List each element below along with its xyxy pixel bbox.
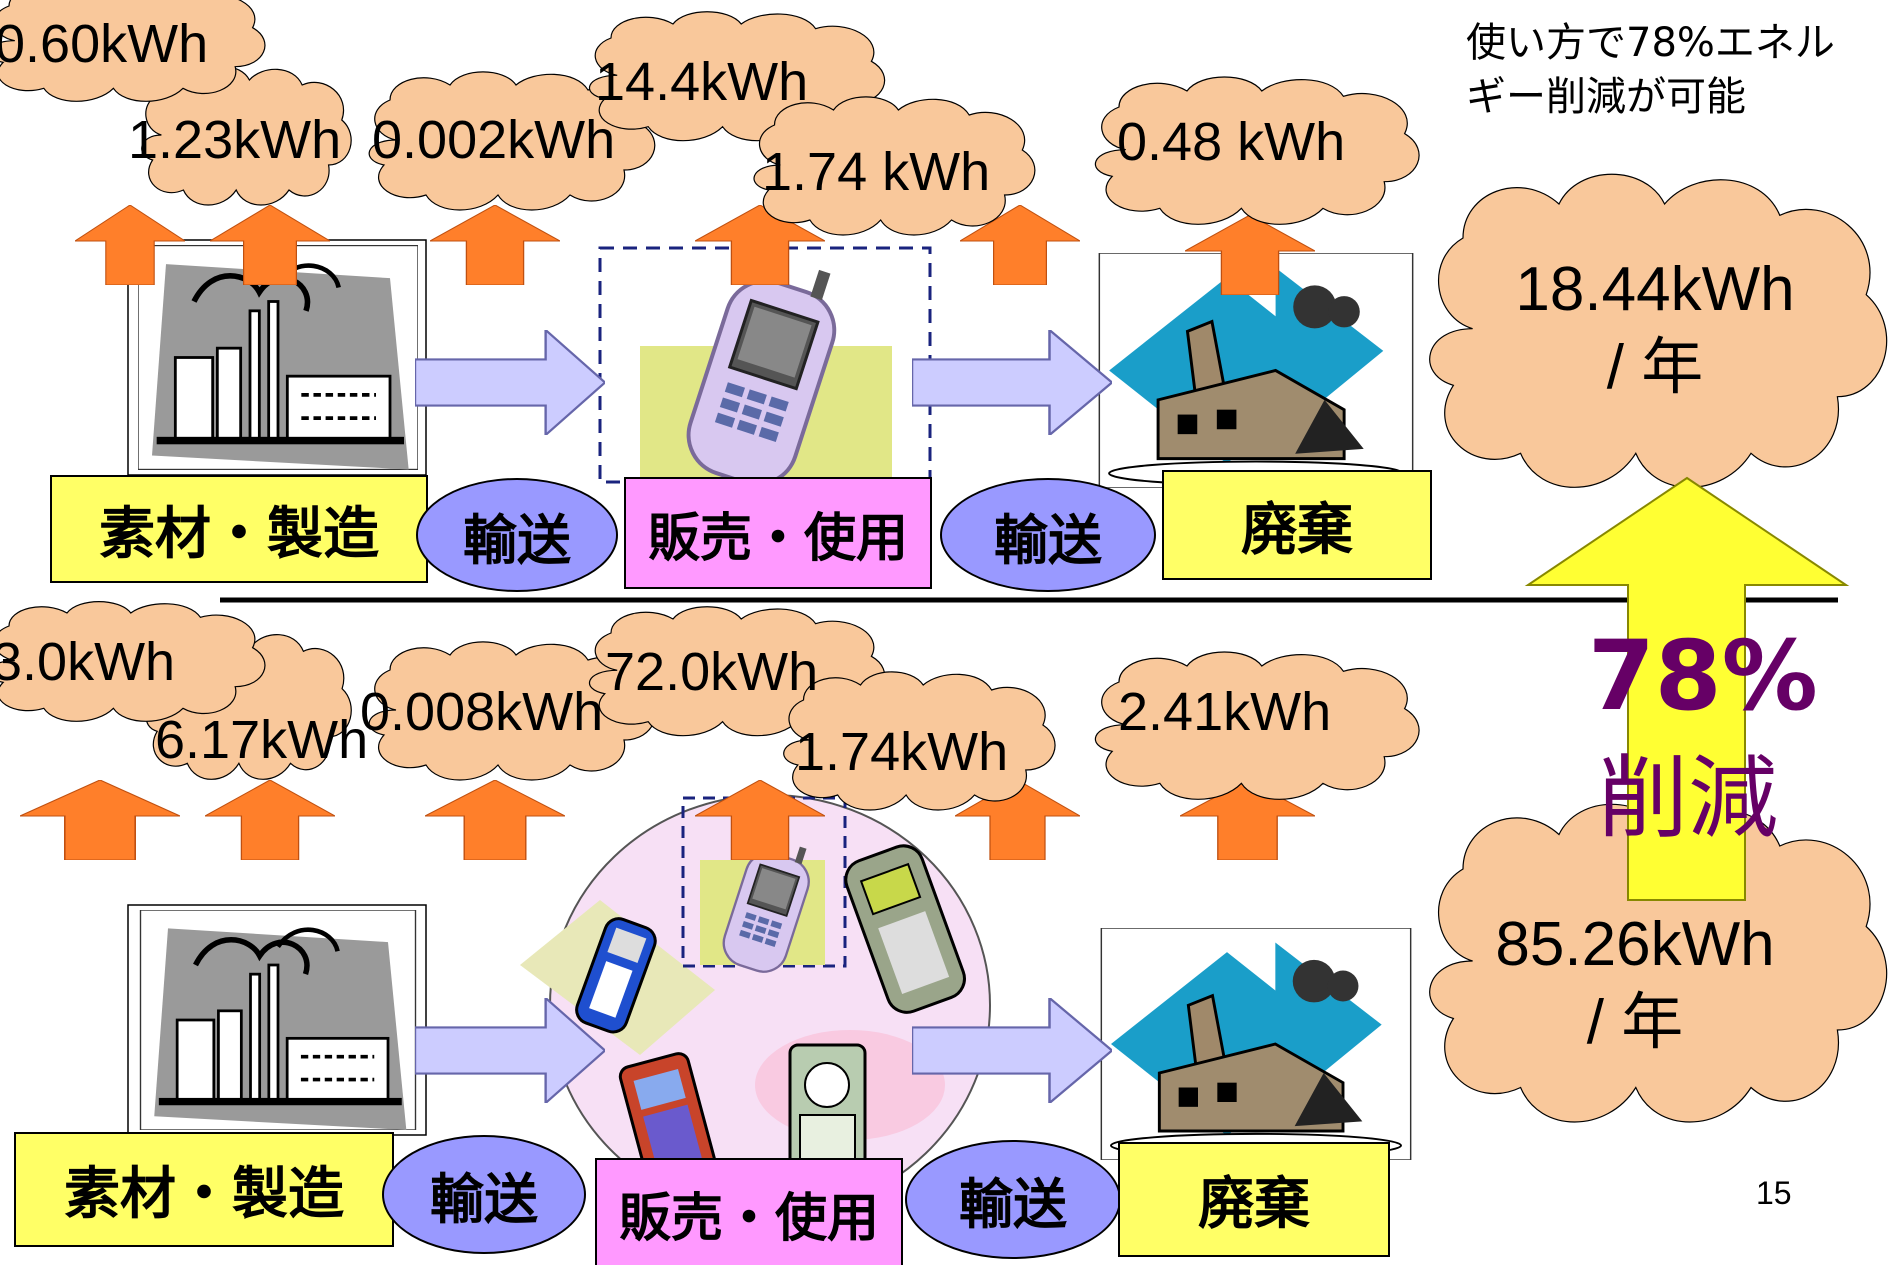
flow-arrow [912,330,1112,435]
stage-manufacture: 素材・製造 [14,1132,394,1247]
stage-transport: 輸送 [940,478,1156,592]
stage-transport: 輸送 [905,1140,1121,1259]
mobile-phone-icon [575,917,657,1034]
stage-disposal: 廃棄 [1118,1142,1390,1257]
cloud-label-transport1: 6.17kWh [155,710,368,770]
energy-up-arrow [425,780,565,860]
flow-arrow [415,330,605,435]
total-energy-line: 85.26kWh [1495,910,1774,979]
cloud-label-use-b: 72.0kWh [605,642,818,702]
cloud-label-transport2: 1.74 kWh [762,142,990,202]
total-energy-top: 18.44kWh / 年 [1515,255,1794,402]
energy-up-arrow [430,205,560,285]
note-text: 使い方で78%エネル ギー削減が可能 [1466,20,1835,120]
stage-transport: 輸送 [416,478,618,592]
cloud-label-manufacture: 0.60kWh [0,14,208,74]
stage-sale-use: 販売・使用 [624,477,932,589]
reduction-label: 削減 [1598,746,1778,851]
total-energy-bottom: 85.26kWh / 年 [1495,910,1774,1057]
reduction-percent: 78% [1588,620,1818,732]
stage-manufacture: 素材・製造 [50,475,428,583]
energy-up-arrow [20,780,180,860]
total-energy-line: / 年 [1607,333,1703,402]
energy-up-arrow [205,780,335,860]
cloud-label-use-a: 0.008kWh [360,682,603,742]
stage-transport: 輸送 [382,1135,586,1254]
reduction-arrow [1524,476,1850,901]
cloud-label-disposal: 2.41kWh [1118,682,1331,742]
stage-disposal: 廃棄 [1162,470,1432,580]
disposal-plant-icon [1099,928,1413,1160]
total-energy-line: 18.44kWh [1515,255,1794,324]
total-cloud [1430,174,1887,487]
cloud-label-use-b: 14.4kWh [595,52,808,112]
stage-sale-use: 販売・使用 [595,1158,903,1265]
factory-icon [141,910,416,1130]
cloud-label-manufacture: 3.0kWh [0,632,175,692]
cloud-label-transport2: 1.74kWh [795,722,1008,782]
total-energy-line: / 年 [1587,988,1683,1057]
page-number: 15 [1756,1175,1792,1211]
cloud-label-disposal: 0.48 kWh [1117,112,1345,172]
cloud-label-transport1: 1.23kWh [128,110,341,170]
mobile-phone-icon [618,1052,717,1185]
mobile-phone-icon [844,844,966,1014]
cloud-label-use-a: 0.002kWh [372,110,615,170]
